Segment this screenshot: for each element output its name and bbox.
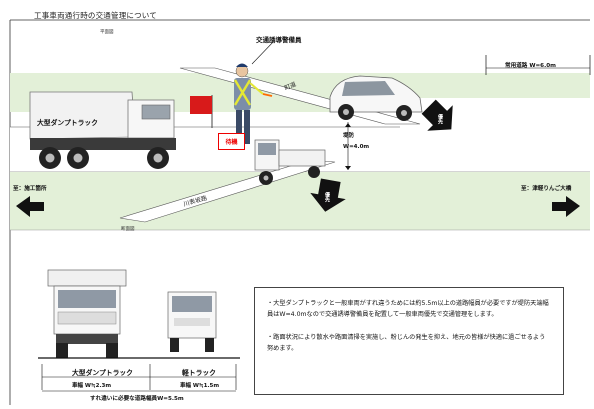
embankment-width: W=4.0m	[343, 144, 370, 150]
note-paragraph-1: ・大型ダンプトラックと一般車両がすれ違うためには約5.5m以上の道路幅員が必要で…	[267, 300, 549, 318]
dump-truck-label: 大型ダンプトラック	[37, 119, 98, 127]
kei-truck-illustration	[254, 139, 326, 185]
dump-truck-illustration	[29, 91, 176, 169]
sedan-illustration	[329, 75, 423, 121]
dump-truck-width-label: 車幅 W≒2.3m	[72, 383, 112, 389]
dump-truck-front-view	[47, 269, 127, 358]
section-view-label: 断面図	[121, 227, 135, 232]
plan-view-label: 平面図	[100, 30, 114, 35]
embankment-name: 堤防	[343, 133, 355, 139]
kei-truck-front-view	[167, 291, 217, 352]
kawa-road	[119, 159, 336, 223]
page-title: 工事車両通行時の交通管理について	[34, 11, 157, 20]
note-paragraph-2: ・路面状況により散水や路面清掃を実施し、粉じんの発生を抑え、地元の皆様が快適に過…	[267, 334, 546, 352]
priority-arrow-icon	[310, 178, 346, 212]
destination-right-label: 至：津軽りんご大橋	[521, 186, 572, 192]
route-width-label: 常用道路 W=6.0m	[505, 63, 556, 69]
priority-label: 優先	[324, 192, 330, 202]
guard-label: 交通誘導警備員	[256, 36, 302, 44]
arrow-right-icon	[552, 196, 580, 217]
destination-left-label: 至：施工箇所	[13, 186, 47, 192]
traffic-guard-figure	[233, 39, 276, 144]
lower-dump-truck-label: 大型ダンプトラック	[72, 369, 133, 377]
wait-badge: 待機	[218, 133, 245, 150]
arrow-left-icon	[16, 196, 44, 217]
required-width-label: すれ違いに必要な道路幅員W=5.5m	[90, 396, 184, 402]
priority-arrow-icon	[421, 99, 453, 131]
red-flag-icon	[190, 95, 213, 128]
lower-kei-truck-label: 軽トラック	[182, 369, 216, 377]
notes-box: ・大型ダンプトラックと一般車両がすれ違うためには約5.5m以上の道路幅員が必要で…	[254, 287, 564, 395]
lower-road-band	[10, 172, 590, 230]
embankment-label: 堤防 W=4.0m	[343, 131, 369, 153]
kei-truck-width-label: 車幅 W≒1.5m	[180, 383, 220, 389]
priority-label: 優先	[437, 114, 443, 124]
